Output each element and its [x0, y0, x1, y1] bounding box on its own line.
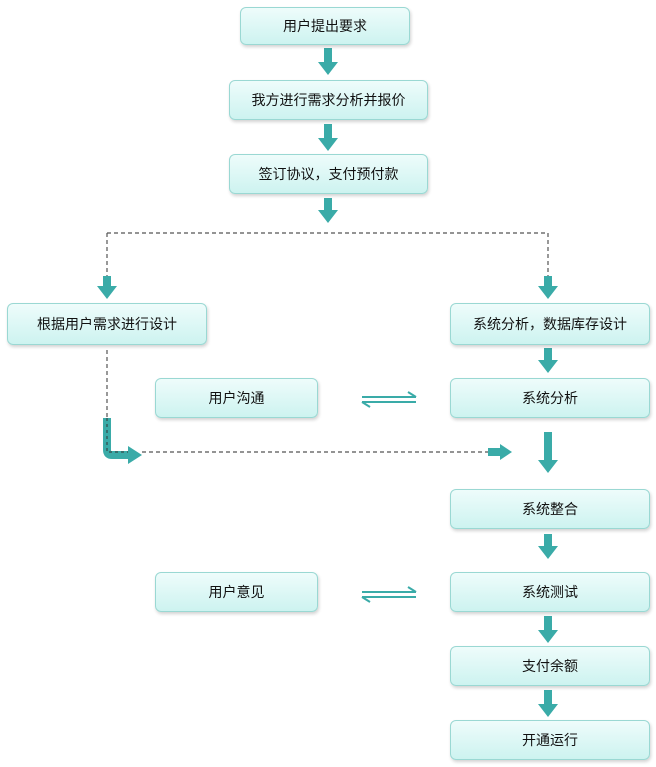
bent-arrow-body	[103, 418, 128, 459]
node-label: 用户意见	[208, 585, 265, 601]
bent-arrow-dashed-overlay	[106, 418, 128, 453]
arrow-down-5-long	[538, 432, 558, 473]
node-label: 系统分析	[522, 391, 578, 407]
arrow-down-3	[318, 198, 338, 223]
bent-arrow-head	[128, 446, 142, 464]
node-system-integration: 系统整合	[450, 489, 650, 529]
bidirectional-arrow-feedback	[361, 586, 417, 603]
node-go-live: 开通运行	[450, 720, 650, 760]
arrow-down-4	[538, 348, 558, 373]
arrow-down-2	[318, 124, 338, 151]
arrow-down-8	[538, 690, 558, 717]
arrow-down-6	[538, 534, 558, 559]
node-analysis-quote: 我方进行需求分析并报价	[229, 80, 428, 120]
node-user-communication: 用户沟通	[155, 378, 318, 418]
node-label: 我方进行需求分析并报价	[251, 93, 406, 109]
node-user-feedback: 用户意见	[155, 572, 318, 612]
node-system-analysis-db-design: 系统分析，数据库存设计	[450, 303, 650, 345]
arrow-right-small	[488, 444, 512, 460]
node-pay-balance: 支付余额	[450, 646, 650, 686]
node-label: 支付余额	[522, 659, 578, 675]
node-label: 系统整合	[522, 502, 578, 518]
node-label: 系统测试	[522, 585, 578, 601]
arrow-down-left-branch	[97, 276, 117, 299]
arrow-down-1	[318, 48, 338, 75]
node-sign-agreement: 签订协议，支付预付款	[229, 154, 428, 194]
node-label: 系统分析，数据库存设计	[473, 317, 627, 333]
node-label: 根据用户需求进行设计	[37, 317, 177, 333]
node-system-analysis: 系统分析	[450, 378, 650, 418]
dashed-branch-line	[106, 232, 549, 278]
node-label: 用户沟通	[208, 391, 265, 407]
node-label: 用户提出要求	[283, 19, 367, 35]
arrow-down-right-branch	[538, 276, 558, 299]
node-label: 签订协议，支付预付款	[258, 167, 399, 183]
arrow-down-7	[538, 616, 558, 643]
bidirectional-arrow-communication	[361, 391, 417, 408]
node-label: 开通运行	[522, 733, 578, 749]
node-system-testing: 系统测试	[450, 572, 650, 612]
node-user-request: 用户提出要求	[240, 7, 410, 45]
node-design-by-requirements: 根据用户需求进行设计	[7, 303, 207, 345]
